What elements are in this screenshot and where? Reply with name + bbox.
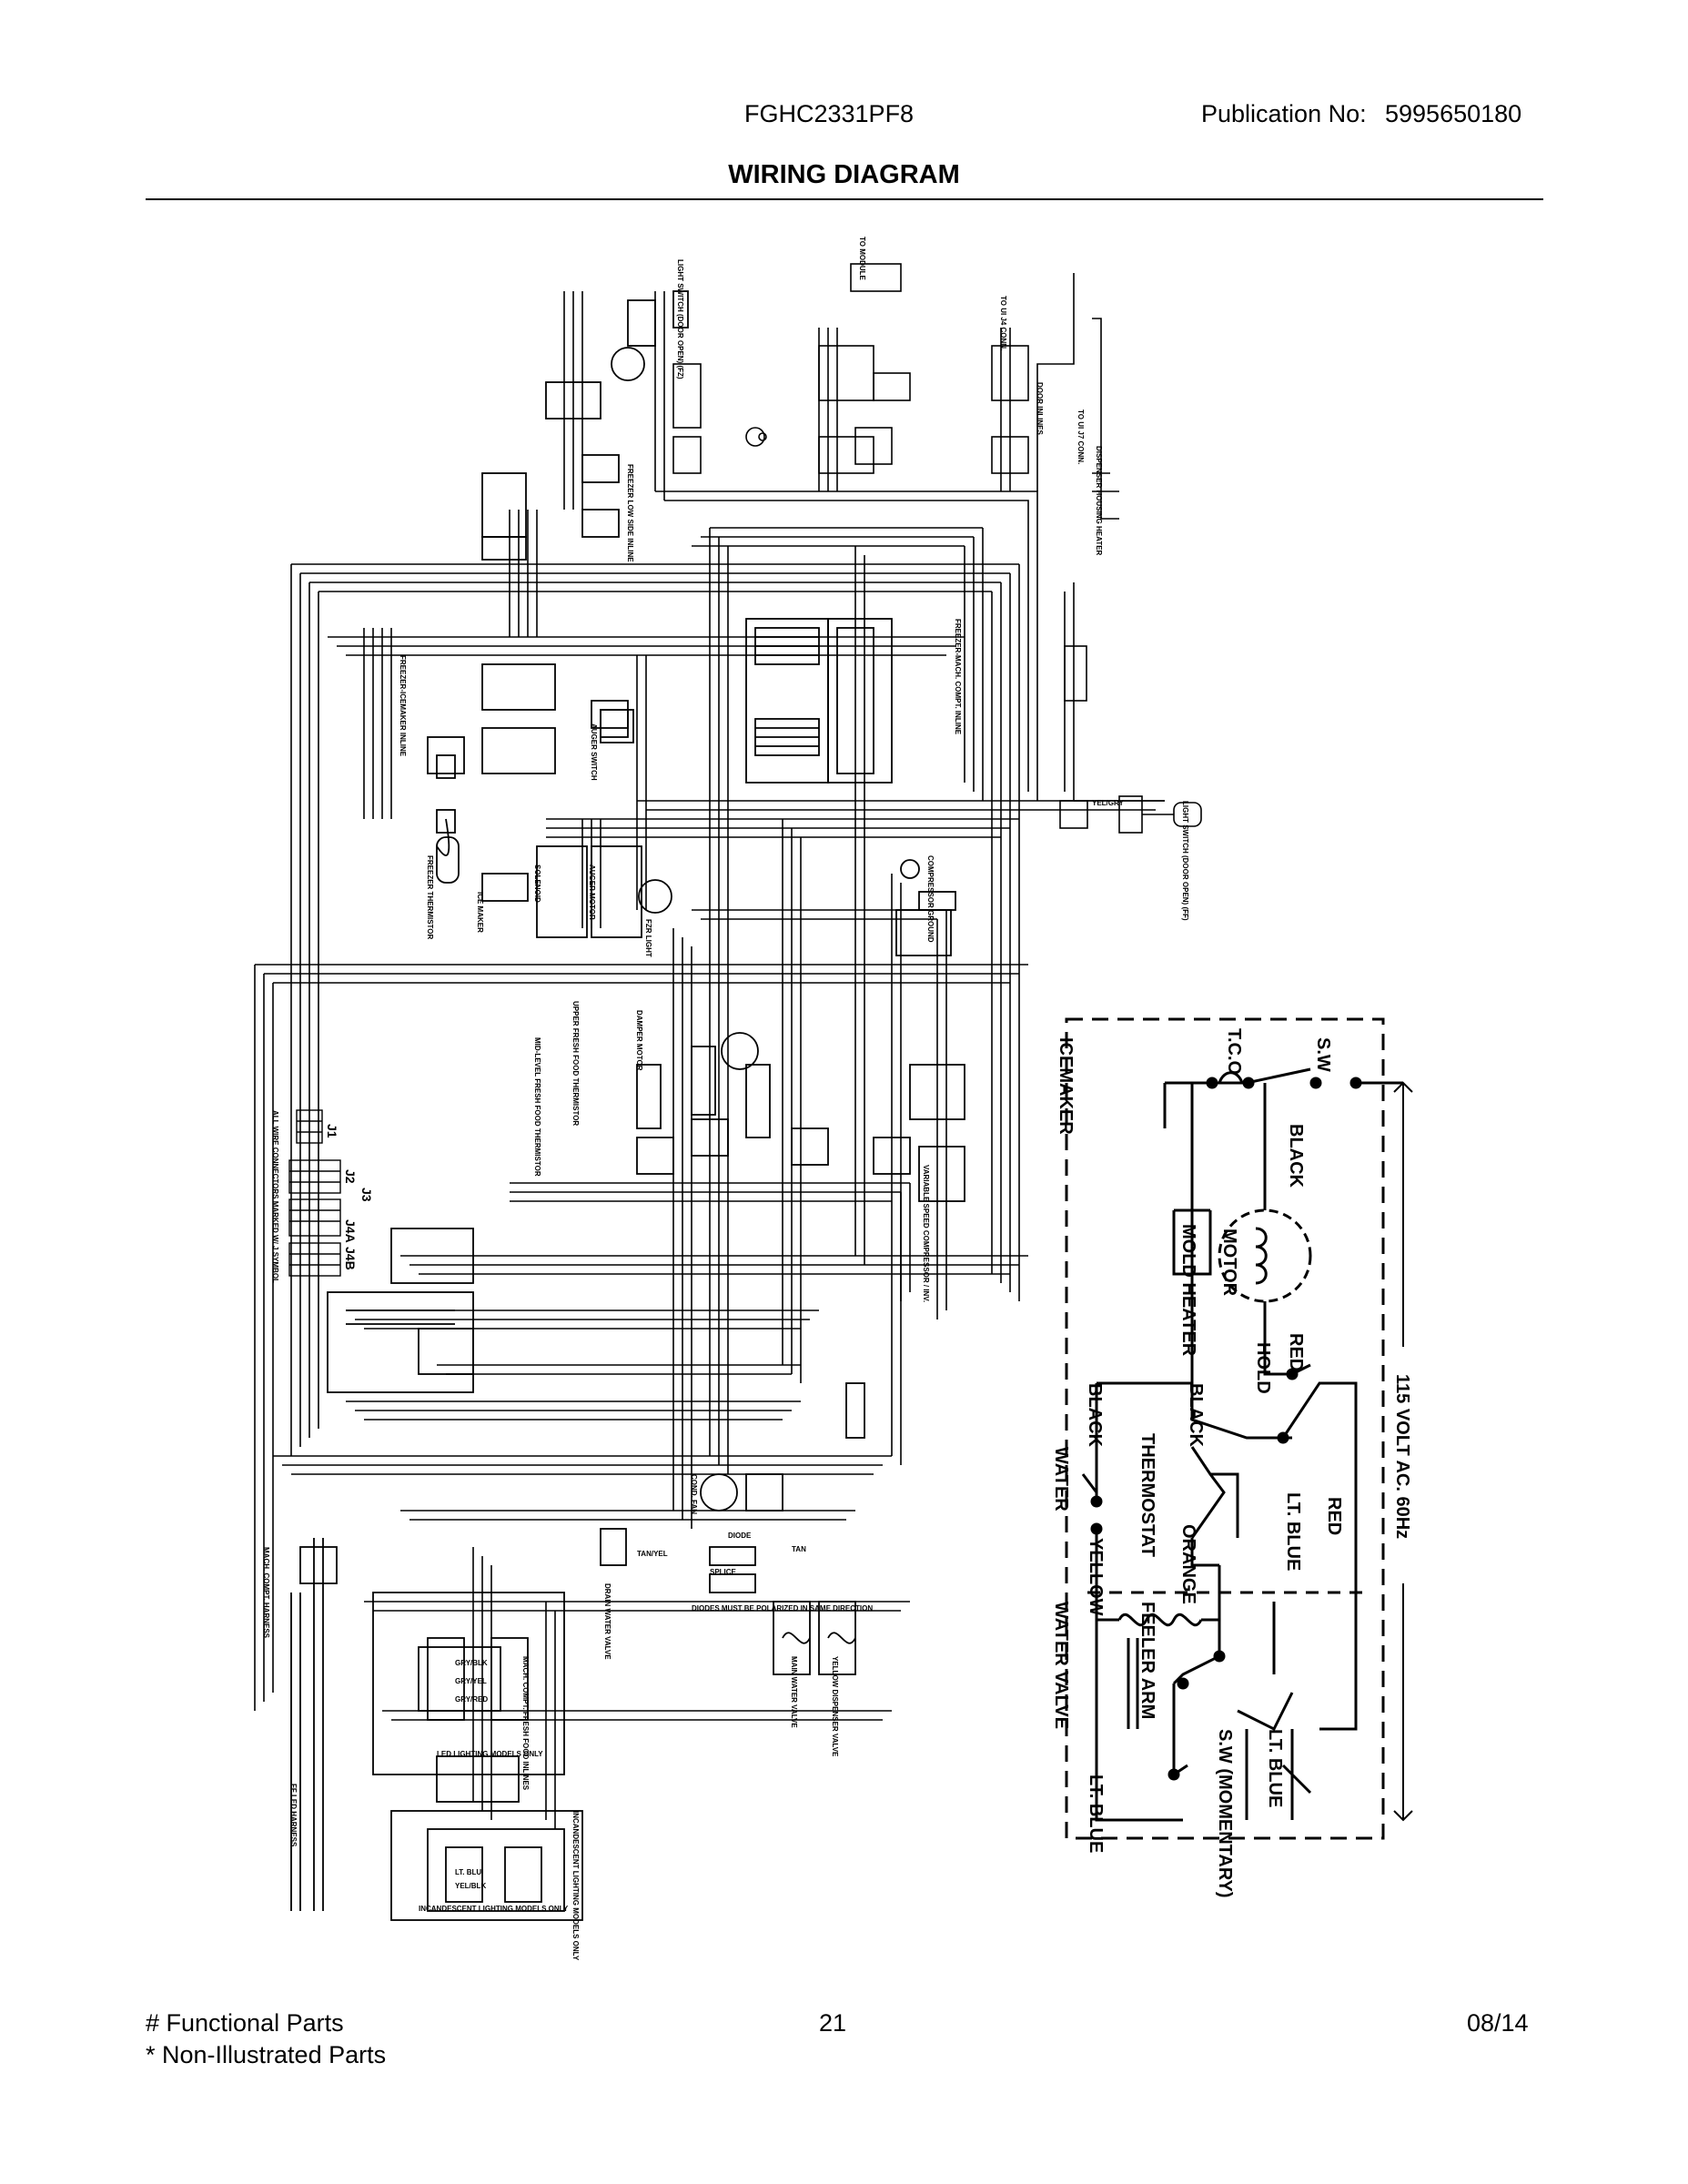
label-incandescent-side: INCANDESCENT LIGHTING MODELS ONLY — [571, 1811, 580, 1961]
label-j2: J2 — [343, 1169, 358, 1184]
hold-label: HOLD — [1253, 1342, 1273, 1394]
label-gry-blk: GRY/BLK — [455, 1659, 488, 1667]
label-auger-switch: AUGER SWITCH — [590, 723, 598, 781]
label-gry-yel: GRY/YEL — [455, 1677, 487, 1685]
label-led-lighting: LED LIGHTING MODELS ONLY — [437, 1750, 543, 1758]
label-gry-red: GRY/RED — [455, 1695, 488, 1704]
label-freezer-icemaker-inline: FREEZER-ICEMAKER INLINE — [399, 655, 407, 757]
red-label: RED — [1286, 1333, 1306, 1371]
header-rule — [146, 198, 1543, 200]
label-to-ui-j7: TO UI J7 CONN. — [1076, 410, 1085, 464]
label-diode-note: DIODES MUST BE POLARIZED IN SAME DIRECTI… — [692, 1604, 873, 1613]
motor-label: MOTOR — [1219, 1228, 1239, 1297]
publication-label: Publication No: — [1201, 100, 1367, 127]
label-to-ui-j4: TO UI J4 CONN. — [999, 296, 1007, 350]
label-upper-ff-thermistor: UPPER FRESH FOOD THERMISTOR — [571, 1001, 580, 1126]
connector-stack — [288, 1109, 341, 1277]
lower-components — [290, 1382, 865, 1921]
label-j1: J1 — [325, 1124, 339, 1138]
black-label: BLACK — [1286, 1124, 1306, 1188]
label-tan-yel: TAN/YEL — [637, 1550, 668, 1558]
label-diode: DIODE — [728, 1532, 752, 1540]
control-board — [327, 1228, 474, 1393]
footer-functional-parts: # Functional Parts — [146, 2009, 344, 2037]
label-ice-maker: ICE MAKER — [476, 892, 484, 933]
thermostat-label: THERMOSTAT — [1137, 1433, 1157, 1557]
label-cond-fan: COND. FAN — [690, 1474, 698, 1514]
red2-label: RED — [1324, 1497, 1344, 1535]
icemaker-boundary — [1065, 1017, 1385, 1840]
harness-rails — [254, 273, 1165, 1829]
page-number: 21 — [819, 2009, 847, 2037]
label-yel-gry: YEL/GRY — [1092, 799, 1124, 807]
main-wiring-schematic — [254, 263, 1202, 1921]
top-connectors — [672, 263, 1029, 474]
water-valve-label: WATER VALVE — [1051, 1602, 1071, 1729]
label-freezer-low-side-inline: FREEZER LOW SIDE INLINE — [626, 464, 634, 562]
freezer-components — [427, 290, 689, 938]
black2-label: BLACK — [1186, 1383, 1206, 1448]
label-light-switch-fz: LIGHT SWITCH (DOOR OPEN) (FZ) — [676, 259, 684, 379]
lt-blue-label: LT. BLUE — [1283, 1492, 1303, 1571]
label-auger-motor: AUGER MOTOR — [588, 864, 596, 920]
label-yellow-valve: YELLOW DISPENSER VALVE — [831, 1656, 839, 1757]
lt-blue2-label: LT. BLUE — [1265, 1729, 1285, 1807]
label-light-switch-ff: LIGHT SWITCH (DOOR OPEN) (FF) — [1181, 801, 1189, 921]
label-variable-speed-compressor: VARIABLE SPEED COMPRESSOR / INV. — [922, 1165, 930, 1302]
yellow-label: YELLOW — [1086, 1538, 1106, 1616]
middle-components — [636, 859, 965, 1202]
sw-label: S.W — [1313, 1037, 1333, 1072]
mold-heater-label: MOLD HEATER — [1178, 1224, 1198, 1357]
label-mach-compt-ff-inlines: MACH. COMPT. FRESH FOOD INLINES — [521, 1656, 530, 1791]
voltage-label: 115 VOLT AC. 60Hz — [1392, 1374, 1412, 1539]
label-splice: SPLICE — [710, 1568, 737, 1576]
label-tan: TAN — [792, 1545, 806, 1553]
label-compressor-ground: COMPRESSOR GROUND — [926, 855, 935, 943]
lt-blue3-label: LT. BLUE — [1086, 1774, 1106, 1853]
footer-non-illustrated: * Non-Illustrated Parts — [146, 2041, 387, 2068]
main-control-board — [745, 618, 893, 784]
label-j4b: J4B — [343, 1247, 358, 1270]
label-freezer-mach-compt-inline: FREEZER-MACH. COMPT. INLINE — [954, 619, 962, 735]
label-mach-compt-harness: MACH. COMPT. HARNESS — [262, 1547, 270, 1639]
label-mid-level-thermistor: MID-LEVEL FRESH FOOD THERMISTOR — [533, 1037, 541, 1177]
icemaker-schematic — [1065, 1017, 1413, 1840]
component-labels: ICE MAKER SOLENOID AUGER MOTOR FREEZER T… — [262, 237, 1189, 1961]
water-label: WATER — [1051, 1447, 1071, 1512]
label-yel-blk: YEL/BLK — [455, 1882, 486, 1890]
label-to-module: TO MODULE — [858, 237, 866, 281]
model-number: FGHC2331PF8 — [744, 100, 915, 127]
label-incandescent: INCANDESCENT LIGHTING MODELS ONLY — [419, 1905, 569, 1913]
feeler-arm-label: FEELER ARM — [1137, 1602, 1157, 1719]
label-freezer-thermistor: FREEZER THERMISTOR — [426, 855, 434, 940]
publication-number: 5995650180 — [1385, 100, 1522, 127]
label-main-water-valve: MAIN WATER VALVE — [790, 1656, 798, 1728]
label-j4a: J4A — [343, 1219, 358, 1243]
label-damper: DAMPER MOTOR — [635, 1010, 643, 1071]
label-solenoid: SOLENOID — [533, 864, 541, 903]
sw-momentary-label: S.W (MOMENTARY) — [1215, 1729, 1235, 1898]
label-fzr-light: FZR LIGHT — [644, 919, 652, 957]
label-lt-blu: LT. BLU — [455, 1868, 481, 1876]
black3-label: BLACK — [1085, 1383, 1105, 1448]
label-drain-water-valve: DRAIN WATER VALVE — [603, 1583, 612, 1660]
page-title: WIRING DIAGRAM — [728, 160, 960, 189]
label-dispenser-heater: DISPENSER HOUSING HEATER — [1095, 446, 1103, 556]
footer-date: 08/14 — [1467, 2009, 1529, 2037]
label-connectors-note: ALL WIRE CONNECTORS MARKED W/ J SYMBOL — [271, 1110, 279, 1283]
label-j3: J3 — [359, 1188, 374, 1202]
label-ff-led-harness: FF LED HARNESS — [289, 1784, 298, 1847]
side-connectors — [1059, 318, 1202, 834]
orange-label: ORANGE — [1178, 1524, 1198, 1604]
icemaker-labels: ICEMAKER 115 VOLT AC. 60Hz S.W T.C.O BLA… — [1051, 1028, 1412, 1898]
icemaker-title: ICEMAKER — [1056, 1037, 1076, 1135]
tco-label: T.C.O — [1224, 1028, 1244, 1075]
label-door-inlines: DOOR INLINES — [1036, 382, 1044, 435]
